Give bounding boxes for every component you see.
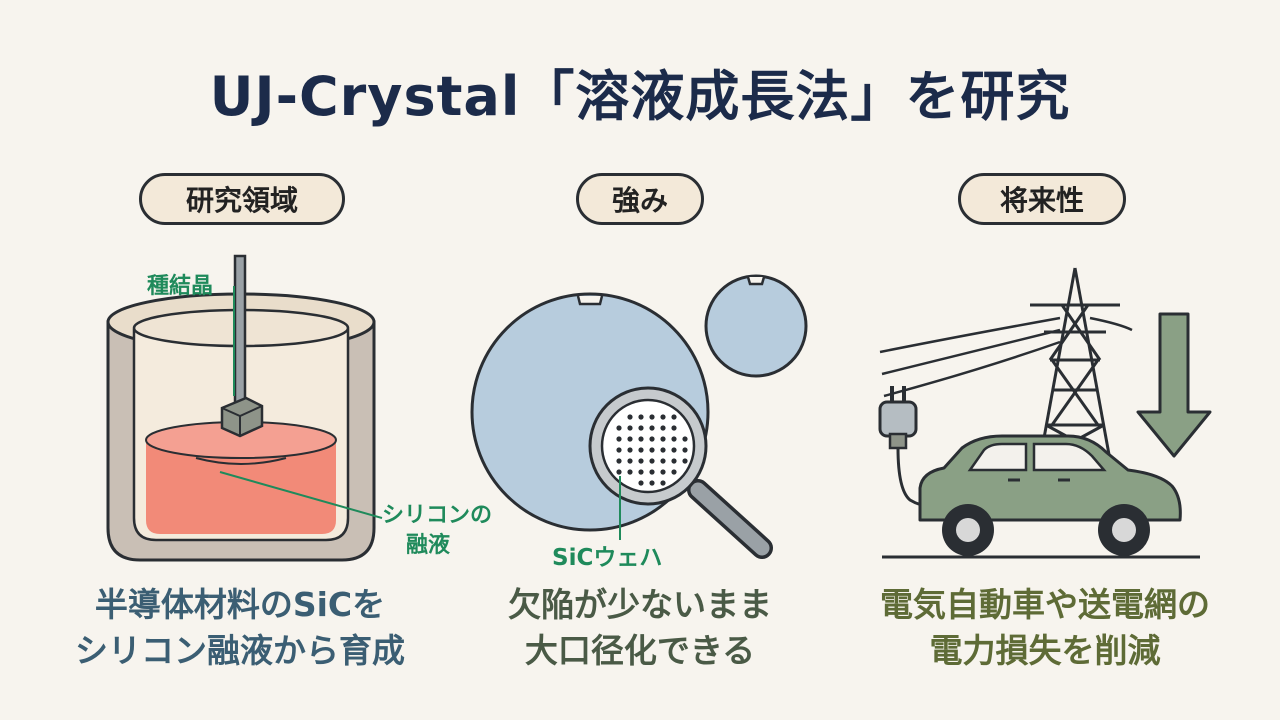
defect-dot <box>627 458 633 464</box>
defect-dot <box>627 447 633 453</box>
caption-line: 欠陥が少ないまま <box>508 585 772 624</box>
caption-future: 電気自動車や送電網の 電力損失を削減 <box>835 582 1255 674</box>
defect-dot <box>627 414 633 420</box>
melt-leader-line <box>219 471 383 519</box>
defect-dot <box>671 458 677 464</box>
caption-line: 電気自動車や送電網の <box>880 585 1210 624</box>
caption-line: 大口径化できる <box>524 631 756 670</box>
caption-research-area: 半導体材料のSiCを シリコン融液から育成 <box>30 582 450 674</box>
defect-dot <box>616 436 622 442</box>
heading-strength: 強み <box>576 173 704 225</box>
defect-dot <box>649 480 655 486</box>
melt-label-line1: シリコンの <box>382 503 492 528</box>
caption-line: 半導体材料のSiCを <box>94 585 386 624</box>
defect-dot <box>627 425 633 431</box>
defect-dot <box>649 458 655 464</box>
defect-dot <box>649 425 655 431</box>
defect-dot <box>649 436 655 442</box>
defect-dot <box>682 447 688 453</box>
down-arrow-icon <box>1136 312 1212 458</box>
heading-future: 将来性 <box>958 173 1126 225</box>
caption-line: シリコン融液から育成 <box>75 631 405 670</box>
defect-dot <box>616 425 622 431</box>
melt-label-line2: 融液 <box>406 532 450 558</box>
defect-dot <box>638 469 644 475</box>
defect-dot <box>660 447 666 453</box>
defect-dot <box>627 436 633 442</box>
caption-strength: 欠陥が少ないまま 大口径化できる <box>430 582 850 674</box>
defect-dot <box>660 414 666 420</box>
defect-dot <box>616 469 622 475</box>
defect-dot <box>660 469 666 475</box>
defect-dot <box>616 458 622 464</box>
defect-dot <box>638 447 644 453</box>
defect-dot <box>682 436 688 442</box>
defect-dot <box>649 447 655 453</box>
defect-dot <box>627 469 633 475</box>
magnifier-icon <box>588 386 773 559</box>
defect-dot <box>660 480 666 486</box>
defect-dot <box>671 425 677 431</box>
defect-dot-grid <box>616 414 688 486</box>
crucible-icon <box>106 292 376 562</box>
power-lines <box>879 316 1133 398</box>
defect-dot <box>660 425 666 431</box>
defect-dot <box>638 436 644 442</box>
seed-crystal-label: 種結晶 <box>147 273 213 299</box>
defect-dot <box>671 414 677 420</box>
heading-research-area: 研究領域 <box>139 173 345 225</box>
defect-dot <box>671 469 677 475</box>
defect-dot <box>649 414 655 420</box>
defect-dot <box>682 458 688 464</box>
defect-dot <box>616 447 622 453</box>
defect-dot <box>660 436 666 442</box>
wafer-label: SiCウェハ <box>552 545 662 571</box>
defect-dot <box>671 436 677 442</box>
page-title: UJ-Crystal「溶液成長法」を研究 <box>209 65 1071 128</box>
defect-dot <box>638 480 644 486</box>
transmission-tower-icon <box>1030 267 1120 462</box>
defect-dot <box>638 425 644 431</box>
defect-dot <box>638 414 644 420</box>
car-icon <box>882 434 1200 559</box>
seed-crystal-icon <box>220 254 264 438</box>
defect-dot <box>671 447 677 453</box>
caption-line: 電力損失を削減 <box>929 631 1161 670</box>
defect-dot <box>660 458 666 464</box>
defect-dot <box>649 469 655 475</box>
defect-dot <box>638 458 644 464</box>
small-wafer-icon <box>704 274 808 378</box>
